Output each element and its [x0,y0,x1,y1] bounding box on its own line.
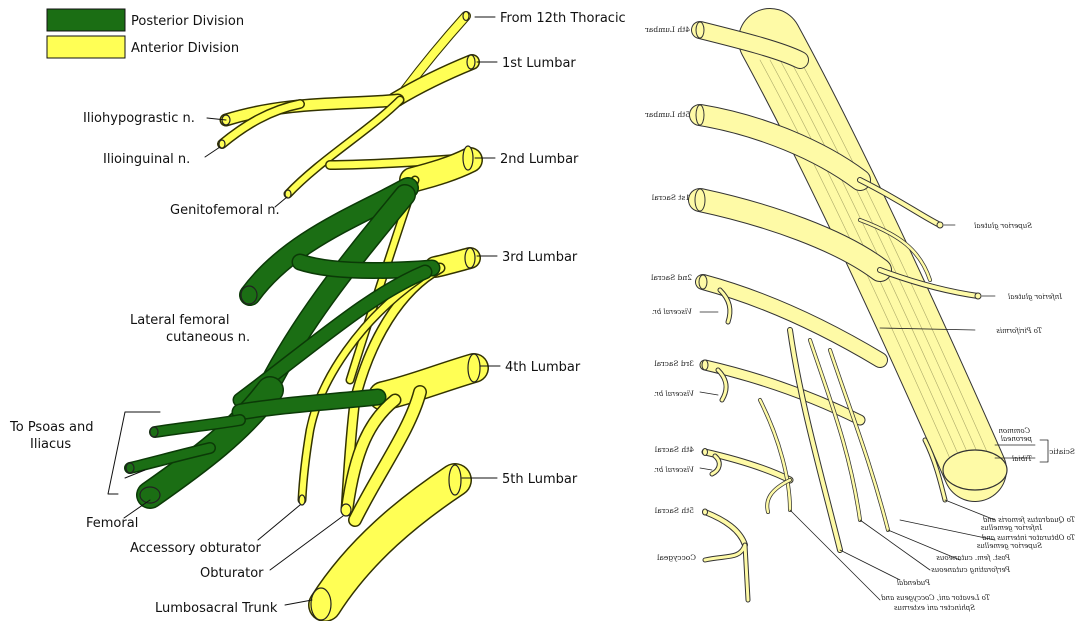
label-lateral-femoral-2: cutaneous n. [166,330,250,345]
label-levator-2: Sphincter ani externus [893,604,975,612]
label-l4: 4th Lumbar [505,360,581,375]
label-s3: 3rd Sacral [654,359,694,368]
label-s2: 2nd Sacral [650,273,692,282]
label-s-l4: 4th Lumbar [645,25,690,34]
legend-label-anterior: Anterior Division [131,41,239,56]
label-sciatic: Sciatic [1049,447,1075,456]
lumbar-plexus-diagram: From 12th Thoracic 1st Lumbar 2nd Lumbar… [9,11,626,620]
label-accessory-obturator: Accessory obturator [130,541,262,556]
label-l1: 1st Lumbar [502,56,576,71]
sacral-plexus-drawing: 4th Lumbar 5th Lumbar 1st Sacral 2nd Sac… [630,0,1075,621]
label-iliohypogastric: Iliohypograstic n. [83,111,195,126]
label-post-fem: Post. fem. cutaneous [936,554,1011,562]
label-s1: 1st Sacral [651,193,690,202]
label-perforating: Perforating cutaneous [931,566,1011,574]
legend-swatch-posterior [47,9,125,31]
label-psoas-2: Iliacus [30,437,71,452]
label-t12: From 12th Thoracic [500,11,626,26]
label-quadratus-2: Inferior gemellus [980,524,1043,532]
label-pudendal: Pudendal [897,579,931,587]
legend: Posterior Division Anterior Division [47,9,244,58]
label-l5: 5th Lumbar [502,472,578,487]
legend-swatch-anterior [47,36,125,58]
label-tibial: Tibial [1012,455,1032,463]
label-obturator: Obturator [200,566,264,581]
label-piriformis: To Piriformis [996,327,1042,335]
sciatic-cut-end [943,450,1007,490]
label-visceral-3: Visceral br. [654,466,694,474]
label-quadratus-1: To Quadratus femoris and [982,516,1075,524]
label-s-l5: 5th Lumbar [645,110,690,119]
label-visceral-2: Visceral br. [654,390,694,398]
label-genitofemoral: Genitofemoral n. [170,203,280,218]
label-s5: 5th Sacral [654,506,694,515]
label-l2: 2nd Lumbar [500,152,579,167]
label-visceral-1: Visceral br. [652,308,692,316]
label-coccygeal: Coccygeal [656,553,696,562]
label-obturator-int-1: To Obturator internus and [981,534,1075,542]
label-levator-1: To Levator ani, Coccygeus and [881,594,990,602]
label-obturator-int-2: Superior gemellus [976,542,1042,550]
label-psoas-1: To Psoas and [9,420,93,435]
legend-label-posterior: Posterior Division [131,14,244,29]
label-femoral: Femoral [86,516,138,531]
label-common-2: peroneal [1001,435,1032,443]
label-ilioinguinal: Ilioinguinal n. [103,152,190,167]
label-superior-gluteal: Superior gluteal [974,222,1032,230]
label-common-1: Common [998,427,1030,435]
label-l3: 3rd Lumbar [502,250,578,265]
label-s4: 4th Sacral [654,445,694,454]
label-lateral-femoral-1: Lateral femoral [130,313,229,328]
label-lumbosacral-trunk: Lumbosacral Trunk [155,601,278,616]
label-inferior-gluteal: Inferior gluteal [1008,293,1063,301]
